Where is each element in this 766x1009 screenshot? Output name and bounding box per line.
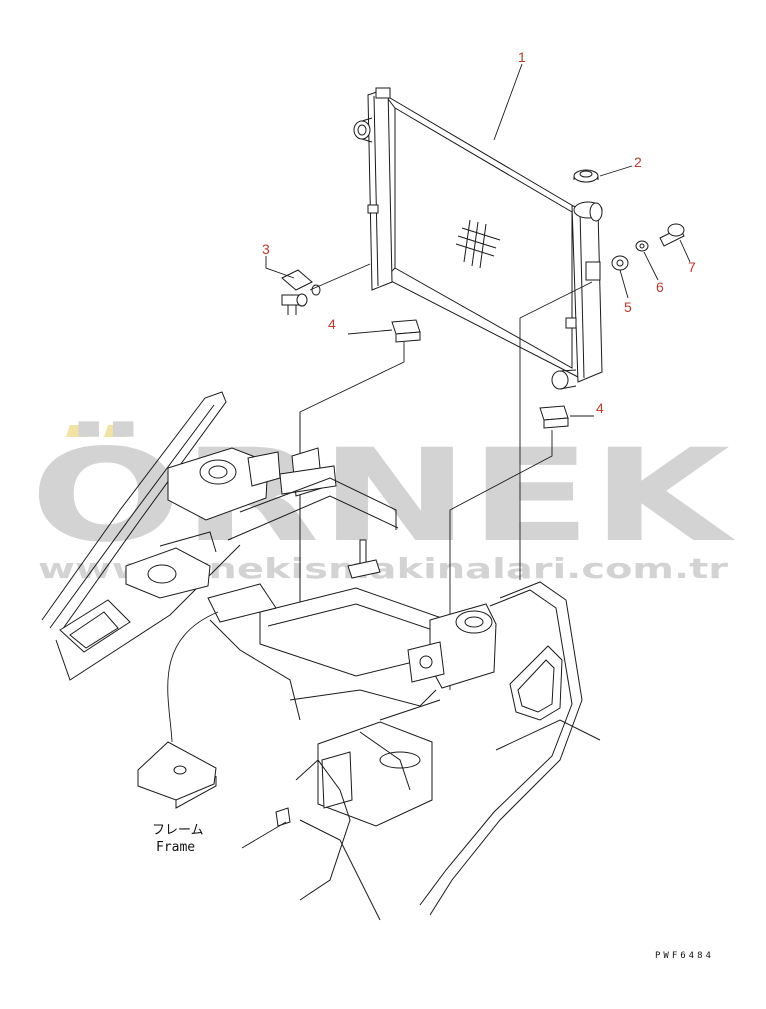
callout-6: 6 (656, 279, 664, 295)
drain-cock (281, 263, 371, 315)
callout-2: 2 (634, 154, 642, 170)
callout-1: 1 (518, 49, 526, 65)
watermark-brand: ÖRNEK (30, 421, 737, 571)
assembly-lines (299, 281, 593, 690)
callouts: 1 2 3 4 4 5 6 7 (262, 49, 696, 416)
cushion-pad-lower (539, 405, 569, 429)
callout-5: 5 (624, 299, 632, 315)
frame-caption: フレーム Frame (152, 823, 204, 855)
radiator-cap (573, 169, 599, 183)
frame-label-jp: フレーム (152, 823, 204, 838)
drawing-code: PWF6484 (655, 951, 714, 961)
cushion-pad-upper (391, 319, 421, 343)
callout-4-lower: 4 (596, 400, 604, 416)
machine-frame (41, 391, 601, 921)
callout-3: 3 (262, 241, 270, 257)
fasteners (611, 223, 685, 271)
callout-7: 7 (688, 259, 696, 275)
frame-label-en: Frame (156, 840, 195, 855)
watermark: ÖRNEK www.ornekismakinalari.com.tr (30, 421, 737, 585)
radiator (353, 87, 603, 390)
leader-lines (265, 63, 691, 417)
callout-4-upper: 4 (328, 316, 336, 332)
